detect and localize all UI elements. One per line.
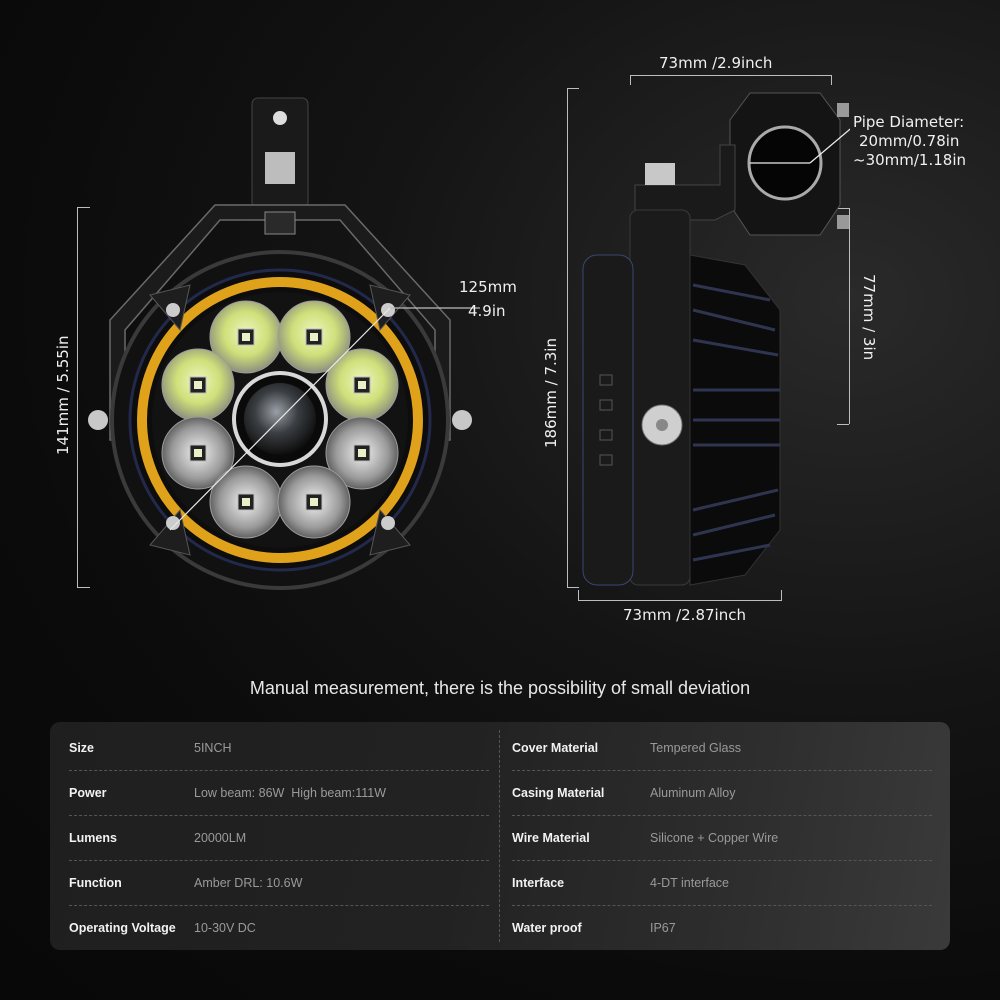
spec-label: Lumens [69, 831, 117, 845]
total-height-label: 186mm / 7.3in [542, 338, 560, 448]
spec-value: Amber DRL: 10.6W [194, 876, 303, 890]
spec-column-left: Size 5INCH Power Low beam: 86W High beam… [69, 726, 489, 950]
pipe-diameter-min: 20mm/0.78in [859, 132, 960, 150]
side-view: 73mm /2.9inch Pipe Diameter: 20mm/0.78in… [520, 0, 1000, 640]
measurement-disclaimer: Manual measurement, there is the possibi… [249, 678, 751, 698]
spec-value: IP67 [650, 921, 676, 935]
spec-value: 20000LM [194, 831, 247, 845]
spec-row-wire-material: Wire Material Silicone + Copper Wire [512, 816, 932, 861]
spec-table: Size 5INCH Power Low beam: 86W High beam… [50, 722, 950, 950]
spec-row-interface: Interface 4-DT interface [512, 861, 932, 906]
diameter-label-mm: 125mm [459, 278, 517, 296]
lamp-side-illustration [582, 92, 850, 586]
spec-value: 4-DT interface [650, 876, 729, 890]
spec-row-size: Size 5INCH [69, 726, 489, 771]
spec-value: Low beam: 86W High beam:111W [194, 786, 386, 800]
bracket-width-label: 73mm /2.9inch [659, 54, 773, 72]
spec-label: Water proof [512, 921, 582, 935]
spec-label: Casing Material [512, 786, 605, 800]
depth-label: 73mm /2.87inch [623, 606, 746, 624]
spec-label: Function [69, 876, 122, 890]
front-view: 141mm / 5.55in [0, 0, 520, 620]
body-height-label: 77mm / 3in [860, 274, 878, 361]
spec-row-cover-material: Cover Material Tempered Glass [512, 726, 932, 771]
lamp-front-illustration [88, 97, 480, 590]
spec-label: Operating Voltage [69, 921, 176, 935]
height-dimension-line [77, 207, 78, 587]
spec-column-right: Cover Material Tempered Glass Casing Mat… [512, 726, 932, 950]
spec-row-lumens: Lumens 20000LM [69, 816, 489, 861]
spec-label: Size [69, 741, 95, 755]
spec-label: Interface [512, 876, 565, 890]
total-height-dimension-line [567, 88, 568, 588]
spec-label: Power [69, 786, 107, 800]
spec-value: 5INCH [194, 741, 232, 755]
column-divider [499, 730, 500, 942]
spec-row-function: Function Amber DRL: 10.6W [69, 861, 489, 906]
spec-row-water-proof: Water proof IP67 [512, 906, 932, 950]
pipe-diameter-max: ~30mm/1.18in [853, 151, 967, 169]
spec-value: Silicone + Copper Wire [650, 831, 779, 845]
spec-row-casing-material: Casing Material Aluminum Alloy [512, 771, 932, 816]
spec-row-operating-voltage: Operating Voltage 10-30V DC [69, 906, 489, 950]
spec-value: 10-30V DC [194, 921, 256, 935]
pipe-diameter-title: Pipe Diameter: [853, 113, 965, 131]
spec-label: Wire Material [512, 831, 590, 845]
height-label: 141mm / 5.55in [54, 335, 72, 455]
spec-row-power: Power Low beam: 86W High beam:111W [69, 771, 489, 816]
spec-value: Aluminum Alloy [650, 786, 736, 800]
spec-label: Cover Material [512, 741, 599, 755]
spec-value: Tempered Glass [650, 741, 742, 755]
diameter-label-in: 4.9in [468, 302, 506, 320]
